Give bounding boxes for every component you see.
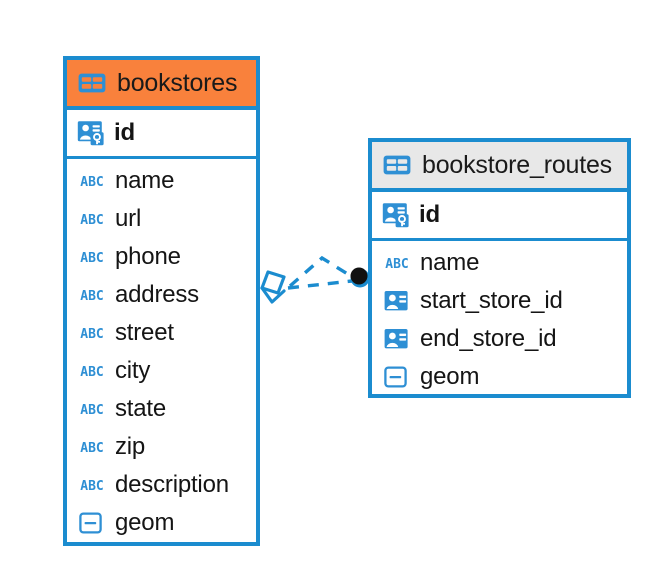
abc-text-icon: ABC: [78, 207, 106, 231]
field-label-id: id: [114, 119, 135, 146]
field-row-description[interactable]: ABC description: [67, 466, 256, 504]
rhombus-crows-foot-marker: [260, 270, 286, 304]
field-label-phone: phone: [115, 243, 181, 270]
field-label-zip: zip: [115, 433, 146, 460]
entity-header-bookstores[interactable]: bookstores: [67, 60, 256, 110]
svg-text:ABC: ABC: [80, 289, 103, 304]
field-label-state: state: [115, 395, 167, 422]
field-label-url: url: [115, 205, 142, 232]
field-label-street: street: [115, 319, 174, 346]
svg-text:ABC: ABC: [80, 479, 103, 494]
table-grid-icon: [382, 153, 412, 177]
field-label-description: description: [115, 471, 229, 498]
field-label-geom: geom: [420, 363, 480, 390]
field-label-id: id: [419, 201, 440, 228]
abc-text-icon: ABC: [78, 435, 106, 459]
field-row-start-store-id[interactable]: start_store_id: [372, 282, 627, 320]
entity-bookstore-routes[interactable]: bookstore_routes id: [368, 138, 631, 398]
abc-text-icon: ABC: [78, 321, 106, 345]
svg-text:ABC: ABC: [385, 257, 408, 272]
field-label-address: address: [115, 281, 199, 308]
entity-title-bookstores: bookstores: [117, 68, 238, 97]
field-row-id[interactable]: id: [67, 110, 256, 159]
abc-text-icon: ABC: [78, 283, 106, 307]
field-row-name[interactable]: ABC name: [372, 244, 627, 282]
abc-text-icon: ABC: [78, 397, 106, 421]
entity-bookstores[interactable]: bookstores id: [63, 56, 260, 546]
svg-text:ABC: ABC: [80, 327, 103, 342]
field-label-start-store-id: start_store_id: [420, 287, 563, 314]
filled-circle-marker: [350, 267, 370, 288]
svg-text:ABC: ABC: [80, 251, 103, 266]
foreign-key-card-icon: [383, 288, 411, 314]
field-row-phone[interactable]: ABC phone: [67, 238, 256, 276]
connector-branch-lower: [287, 279, 353, 290]
abc-text-icon: ABC: [78, 473, 106, 497]
svg-text:ABC: ABC: [80, 175, 103, 190]
abc-text-icon: ABC: [78, 169, 106, 193]
table-grid-icon: [77, 71, 107, 95]
entity-header-bookstore-routes[interactable]: bookstore_routes: [372, 142, 627, 192]
geometry-icon: [78, 511, 106, 535]
field-row-city[interactable]: ABC city: [67, 352, 256, 390]
primary-key-card-icon: [382, 202, 410, 228]
field-row-name[interactable]: ABC name: [67, 162, 256, 200]
field-row-id[interactable]: id: [372, 192, 627, 241]
foreign-key-card-icon: [383, 326, 411, 352]
abc-text-icon: ABC: [383, 251, 411, 275]
field-list-bookstore-routes: ABC name start_store_id: [372, 241, 627, 400]
svg-text:ABC: ABC: [80, 365, 103, 380]
field-row-end-store-id[interactable]: end_store_id: [372, 320, 627, 358]
field-label-end-store-id: end_store_id: [420, 325, 557, 352]
field-row-url[interactable]: ABC url: [67, 200, 256, 238]
field-row-street[interactable]: ABC street: [67, 314, 256, 352]
field-label-name: name: [420, 249, 480, 276]
field-row-geom[interactable]: geom: [67, 504, 256, 542]
field-list-bookstores: ABC name ABC url ABC p: [67, 159, 256, 546]
abc-text-icon: ABC: [78, 359, 106, 383]
field-label-geom: geom: [115, 509, 175, 536]
connector-branch-upper: [288, 255, 355, 288]
field-row-state[interactable]: ABC state: [67, 390, 256, 428]
entity-title-bookstore-routes: bookstore_routes: [422, 150, 612, 179]
field-label-city: city: [115, 357, 151, 384]
svg-text:ABC: ABC: [80, 441, 103, 456]
field-row-zip[interactable]: ABC zip: [67, 428, 256, 466]
field-row-geom[interactable]: geom: [372, 358, 627, 396]
svg-text:ABC: ABC: [80, 213, 103, 228]
primary-key-card-icon: [77, 120, 105, 146]
geometry-icon: [383, 365, 411, 389]
field-row-address[interactable]: ABC address: [67, 276, 256, 314]
field-label-name: name: [115, 167, 175, 194]
svg-text:ABC: ABC: [80, 403, 103, 418]
abc-text-icon: ABC: [78, 245, 106, 269]
